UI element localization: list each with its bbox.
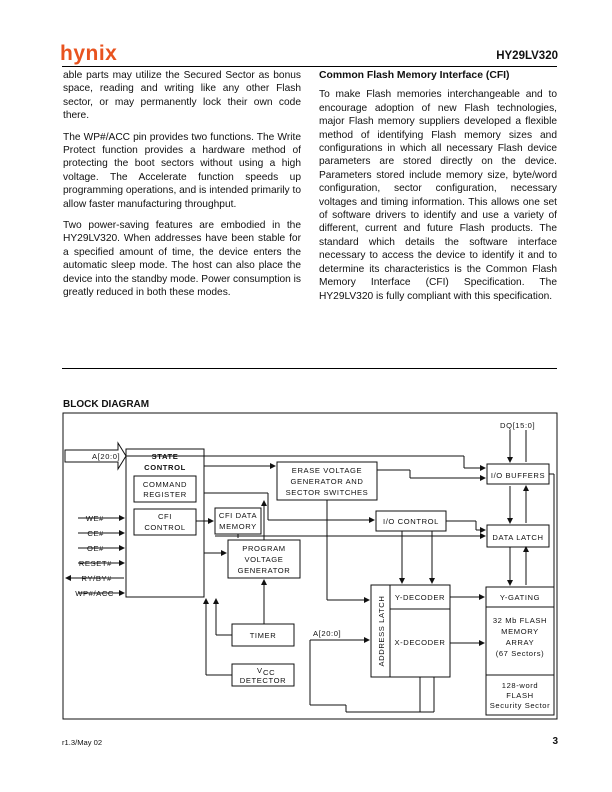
x-decoder-label: X-DECODER [395,638,446,647]
address-internal-label: A[20:0] [313,629,341,638]
vcc-label-v: V [257,666,263,675]
section-rule [62,368,557,369]
erase-voltage-label-3: SECTOR SWITCHES [286,488,369,497]
state-label-2: CONTROL [144,463,186,472]
flash-array-label-2: MEMORY [501,627,539,636]
program-voltage-label-3: GENERATOR [238,566,291,575]
command-register-label-2: REGISTER [143,490,187,499]
address-latch-label: ADDRESS LATCH [377,596,386,667]
y-decoder-label: Y-DECODER [395,593,445,602]
cfi-paragraph: To make Flash memories interchangeable a… [319,89,557,302]
cfi-heading: Common Flash Memory Interface (CFI) [319,70,510,81]
address-input-label: A[20:0] [92,452,120,461]
security-sector-label-3: Security Sector [490,701,551,710]
command-register-label-1: COMMAND [143,480,187,489]
right-column: Common Flash Memory Interface (CFI) To m… [319,69,557,311]
page-number: 3 [552,736,558,747]
header-rule [62,66,557,67]
pin-reset: RESET# [79,559,112,568]
security-sector-label-2: FLASH [506,691,533,700]
cfi-control-label-2: CONTROL [144,523,185,532]
left-paragraph-1: able parts may utilize the Secured Secto… [63,70,301,122]
data-latch-label: DATA LATCH [492,533,543,542]
revision-label: r1.3/May 02 [62,738,103,747]
part-number: HY29LV320 [496,50,558,62]
erase-voltage-label-2: GENERATOR AND [291,477,364,486]
hynix-logo: hynix [60,42,118,65]
flash-array-label-4: (67 Sectors) [496,649,545,658]
data-latch-box [486,524,550,548]
state-label-1: STATE [152,452,179,461]
flash-array-label-3: ARRAY [506,638,535,647]
erase-voltage-label-1: ERASE VOLTAGE [292,466,362,475]
io-buffers-label: I/O BUFFERS [491,471,545,480]
program-voltage-label-2: VOLTAGE [245,555,284,564]
security-sector-box [485,674,555,716]
cfi-data-memory-label-1: CFI DATA [219,511,258,520]
dq-label: DQ[15:0] [500,421,535,430]
cfi-data-memory-label-2: MEMORY [219,522,257,531]
program-voltage-label-1: PROGRAM [242,544,285,553]
cfi-control-label-1: CFI [158,512,172,521]
security-sector-label-1: 128-word [502,681,538,690]
address-input-arrow [64,441,127,471]
left-column: able parts may utilize the Secured Secto… [63,69,301,308]
pin-we: WE# [86,514,104,523]
vcc-detector-label: DETECTOR [240,676,286,685]
vcc-label-cc: CC [263,668,275,677]
state-control-box [125,448,205,598]
diagram-frame [62,412,558,720]
command-register-box [133,475,197,503]
y-gating-label: Y-GATING [500,593,540,602]
pin-oe: OE# [87,544,104,553]
left-paragraph-2: The WP#/ACC pin provides two functions. … [63,131,301,210]
pin-wp-acc: WP#/ACC [75,589,114,598]
block-diagram-title: BLOCK DIAGRAM [63,399,150,410]
pin-ce: CE# [87,529,104,538]
timer-label: TIMER [250,631,277,640]
left-paragraph-3: Two power-saving features are embodied i… [63,220,301,299]
cfi-control-box [133,508,197,536]
flash-array-label-1: 32 Mb FLASH [493,616,547,625]
io-control-label: I/O CONTROL [383,517,439,526]
pin-ry-by: RY/BY# [82,574,113,583]
